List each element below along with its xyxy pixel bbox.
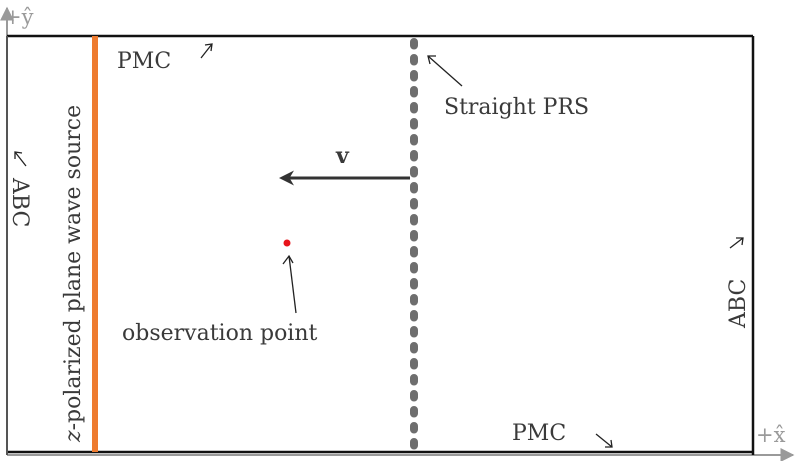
abc-right-label: ABC [726,279,751,329]
source-label: z-polarized plane wave source [61,105,86,443]
pmc-top-pointer [200,43,213,59]
abc-left-pointer [14,151,27,167]
x-axis-label: +x̂ [756,423,786,447]
observation-point-dot [283,239,291,247]
pmc-bottom-label: PMC [512,421,566,446]
observation-pointer-head [282,254,294,265]
velocity-label: v [335,143,350,169]
pmc-top-label: PMC [117,49,171,74]
abc-left-label: ABC [7,177,32,227]
pmc-top-pointer-head [204,43,213,52]
observation-pointer [288,255,297,314]
abc-left-pointer-head [14,151,23,159]
prs-label: Straight PRS [444,95,589,120]
pmc-bottom-pointer [595,433,613,448]
y-axis-label: +ŷ [4,5,34,29]
abc-right-pointer-head [736,237,744,246]
observation-label: observation point [122,321,318,346]
prs-pointer [427,55,463,87]
prs-pointer-head [427,55,436,65]
abc-right-pointer [729,237,744,249]
pmc-bottom-pointer-head [605,439,613,448]
